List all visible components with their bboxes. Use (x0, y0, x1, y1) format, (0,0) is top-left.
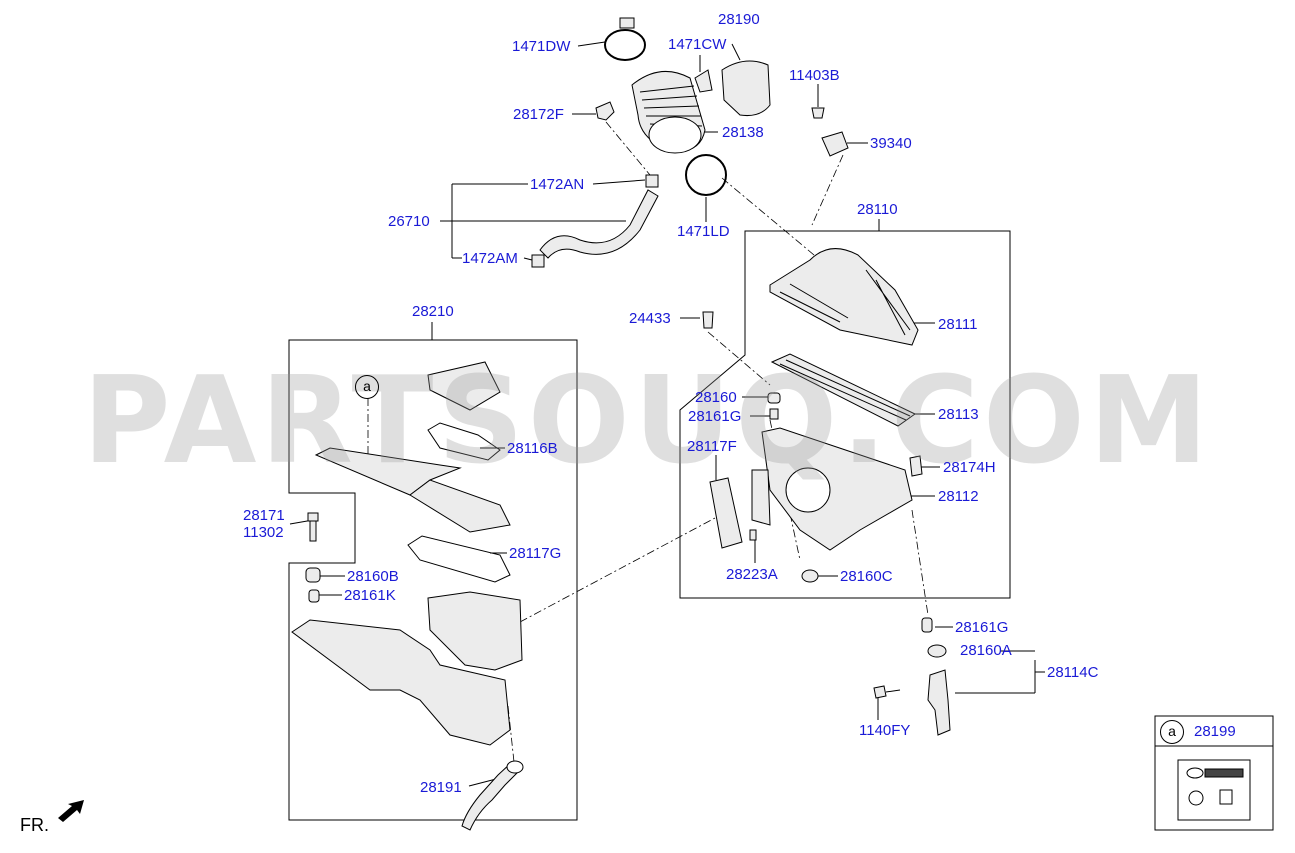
callout-a-inset: a (1160, 720, 1184, 744)
part-label-28210[interactable]: 28210 (412, 303, 454, 320)
grommet-28160A (927, 644, 947, 658)
gasket-28117G (407, 535, 511, 583)
clip-1471CW (694, 69, 713, 93)
part-label-39340[interactable]: 39340 (870, 135, 912, 152)
part-label-1472AM[interactable]: 1472AM (462, 250, 518, 267)
part-label-11403B[interactable]: 11403B (789, 67, 840, 84)
part-label-28117G[interactable]: 28117G (509, 545, 562, 562)
part-label-28171[interactable]: 28171 (243, 507, 285, 524)
part-label-28160[interactable]: 28160 (695, 389, 737, 406)
part-label-28199[interactable]: 28199 (1194, 723, 1236, 740)
part-label-26710[interactable]: 26710 (388, 213, 430, 230)
group-box-28210 (288, 339, 578, 821)
part-label-28190[interactable]: 28190 (718, 11, 760, 28)
part-label-28174H[interactable]: 28174H (943, 459, 996, 476)
seal-28116B (427, 422, 501, 461)
pin-28223A (749, 529, 757, 541)
collar-28161G (769, 408, 779, 420)
collar-28161G-lower (921, 617, 933, 633)
part-label-28161G-upper[interactable]: 28161G (688, 408, 742, 425)
part-label-28160C[interactable]: 28160C (840, 568, 893, 585)
fitting-28172F (595, 101, 615, 121)
part-label-1472AN[interactable]: 1472AN (530, 176, 585, 193)
sensor-39340 (821, 131, 849, 157)
grommet-28160 (767, 392, 781, 404)
part-label-11302[interactable]: 11302 (243, 524, 284, 541)
part-label-1140FY[interactable]: 1140FY (859, 722, 911, 739)
front-direction-label: FR. (20, 815, 49, 835)
part-label-24433[interactable]: 24433 (629, 310, 671, 327)
part-label-1471DW[interactable]: 1471DW (512, 38, 571, 55)
cover-28210-top (427, 361, 501, 411)
lower-case-28112 (761, 427, 913, 551)
bolt-1140FY (873, 685, 887, 699)
part-label-28161K[interactable]: 28161K (344, 587, 396, 604)
part-label-28160B[interactable]: 28160B (347, 568, 399, 585)
part-label-1471CW[interactable]: 1471CW (668, 36, 727, 53)
breather-hose-26710 (539, 189, 659, 259)
clamp-1471DW (604, 29, 646, 61)
bolt-28171 (307, 512, 319, 522)
resonator-28190 (721, 60, 771, 116)
part-label-28117F[interactable]: 28117F (687, 438, 737, 455)
filter-panel-28210 (409, 479, 511, 533)
grommet-28160B (305, 567, 321, 583)
grommet-28160C (801, 569, 819, 583)
callout-a-main: a (355, 375, 379, 399)
clip-28174H (909, 455, 923, 477)
lower-housing-28210 (291, 619, 511, 746)
group-box-28110 (679, 230, 1011, 599)
filter-element-28113 (770, 353, 916, 427)
part-label-28191[interactable]: 28191 (420, 779, 462, 796)
group-box-28114C-bracket (955, 650, 1045, 694)
part-label-28161G-lower[interactable]: 28161G (955, 619, 1009, 636)
part-label-28111[interactable]: 28111 (938, 316, 978, 333)
part-label-28116B[interactable]: 28116B (507, 440, 558, 457)
bolt-11403B (811, 107, 825, 119)
part-label-28160A[interactable]: 28160A (960, 642, 1012, 659)
part-label-28112[interactable]: 28112 (938, 488, 979, 505)
part-label-28110[interactable]: 28110 (857, 201, 898, 218)
front-arrow-icon (58, 800, 84, 822)
part-label-28172F[interactable]: 28172F (513, 106, 564, 123)
collar-28161K (308, 589, 320, 603)
part-label-28114C[interactable]: 28114C (1047, 664, 1099, 681)
part-label-1471LD[interactable]: 1471LD (677, 223, 730, 240)
gasket-28117F (709, 477, 743, 549)
part-label-28138[interactable]: 28138 (722, 124, 764, 141)
clamp-1471LD (685, 154, 727, 196)
duct-28210 (427, 591, 523, 671)
inset-box-28199 (1154, 715, 1274, 831)
upper-cover-28111 (769, 248, 919, 346)
bolt-24433 (702, 311, 714, 329)
part-label-28223A[interactable]: 28223A (726, 566, 778, 583)
part-label-28113[interactable]: 28113 (938, 406, 979, 423)
bracket-28114C (927, 669, 951, 736)
